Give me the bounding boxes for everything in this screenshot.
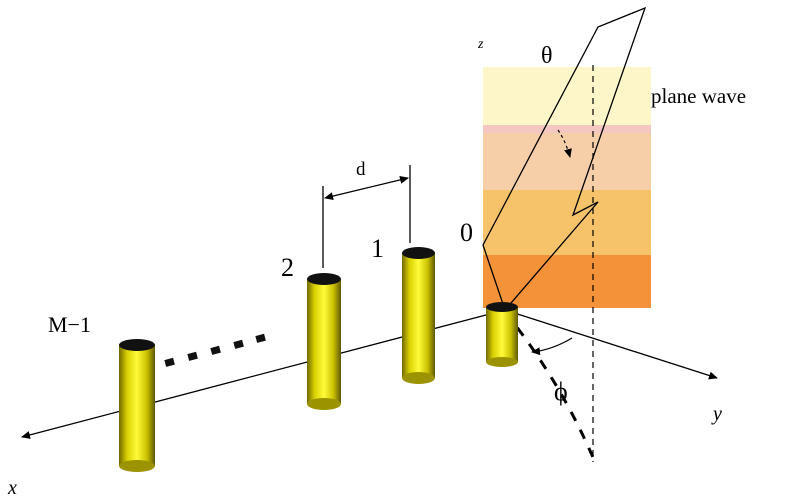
spacing-dimension bbox=[322, 165, 411, 268]
phi-arc bbox=[531, 337, 573, 356]
x-axis-label: x bbox=[7, 477, 17, 498]
wave-band-4 bbox=[483, 255, 651, 308]
antenna-element-2 bbox=[307, 273, 341, 410]
plane-wave-bands bbox=[483, 67, 651, 308]
wave-band-1 bbox=[483, 67, 651, 127]
element-2-label: 2 bbox=[281, 253, 294, 282]
antenna-element-m-1 bbox=[119, 339, 155, 472]
theta-label: θ bbox=[541, 43, 553, 69]
z-axis-label: z bbox=[477, 37, 484, 52]
y-axis bbox=[504, 309, 718, 380]
plane-wave-label: plane wave bbox=[651, 84, 746, 108]
theta-arc bbox=[557, 129, 572, 158]
element-1-label: 1 bbox=[371, 234, 384, 263]
element-last-label: M−1 bbox=[48, 312, 91, 337]
antenna-element-1 bbox=[402, 247, 435, 384]
antenna-element-0 bbox=[486, 302, 518, 367]
wave-band-pink bbox=[483, 125, 651, 133]
wave-band-3 bbox=[483, 190, 651, 255]
phi-label: ϕ bbox=[554, 377, 568, 406]
origin-element-label: 0 bbox=[460, 218, 473, 247]
y-axis-label: y bbox=[711, 403, 722, 425]
wave-band-2 bbox=[483, 133, 651, 190]
spacing-label: d bbox=[356, 159, 366, 180]
ellipsis-dots bbox=[164, 333, 266, 367]
